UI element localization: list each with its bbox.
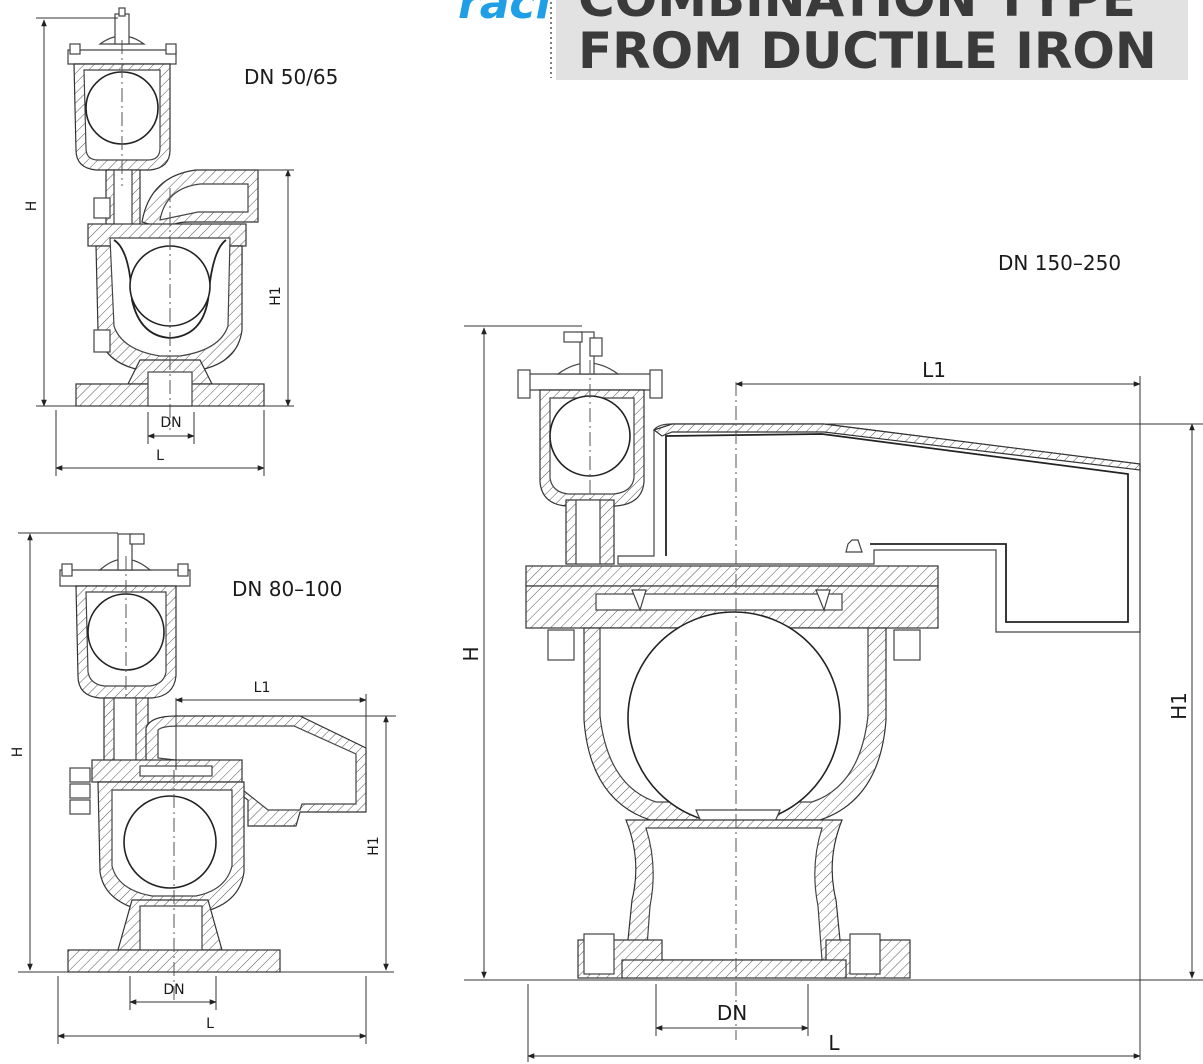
- dim-label-l: L: [206, 1016, 214, 1032]
- dim-label-dn: DN: [160, 415, 181, 431]
- dim-label-dn: DN: [163, 982, 184, 998]
- view-label-dn80-100: DN 80–100: [232, 577, 342, 601]
- title-banner: [556, 0, 1188, 80]
- dim-label-h1: H1: [1167, 692, 1191, 720]
- title-line-1: COMBINATION TYPE: [578, 0, 1136, 28]
- dim-label-h1: H1: [366, 836, 382, 855]
- dim-label-l1: L1: [254, 680, 271, 696]
- header: raci COMBINATION TYPE FROM DUCTILE IRON: [458, 0, 1188, 80]
- dim-label-h: H: [459, 646, 483, 661]
- title-line-2: FROM DUCTILE IRON: [578, 22, 1157, 80]
- dim-label-h1: H1: [268, 286, 284, 305]
- dim-label-h: H: [10, 747, 26, 758]
- dims-dn150-250: H L1 H1 DN L: [459, 325, 1203, 1062]
- dims-dn50-65: H H1 DN L: [24, 17, 294, 476]
- dim-label-l: L: [156, 448, 164, 464]
- dim-label-dn: DN: [717, 1001, 747, 1025]
- dim-label-l1: L1: [922, 358, 946, 382]
- dims-dn80-100: H L1 H1 DN L: [10, 532, 396, 1044]
- valve-view-dn80-100: [59, 533, 367, 1000]
- brand-logo: raci: [458, 0, 551, 29]
- dim-label-h: H: [24, 201, 40, 212]
- valve-view-dn50-65: [67, 7, 265, 430]
- valve-view-dn150-250: [517, 331, 1141, 1040]
- dim-label-l: L: [828, 1031, 840, 1055]
- view-label-dn50-65: DN 50/65: [244, 65, 338, 89]
- view-label-dn150-250: DN 150–250: [998, 251, 1121, 275]
